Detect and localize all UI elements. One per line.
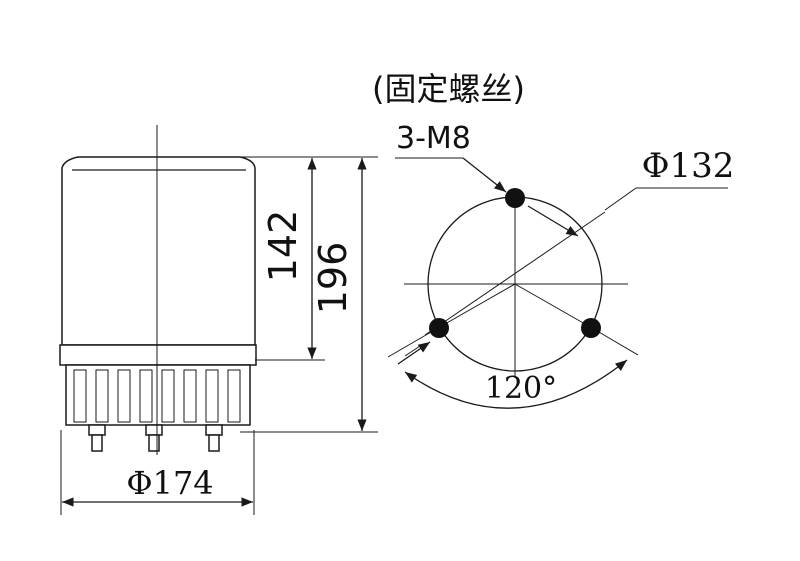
mounting-bolts: [88, 424, 223, 452]
dim-132-label: Φ132: [642, 146, 735, 186]
dim-142-label: 142: [261, 210, 305, 283]
radial-line-right: [514, 283, 593, 329]
side-view: 142 196 Φ174: [59, 125, 378, 515]
lamp-base: [65, 364, 251, 426]
angle-120-label: 120°: [485, 371, 557, 406]
bolt-spec-label: 3-M8: [396, 121, 471, 156]
dim-132-tick: [404, 345, 421, 357]
fixing-screw-note: (固定螺丝): [372, 70, 525, 108]
lamp-base-band: [59, 344, 257, 366]
bolt-hole-left: [429, 318, 449, 338]
bolt-spec-leader: [462, 157, 507, 193]
dim-196-label: 196: [311, 242, 355, 315]
dim-132-leader: [604, 187, 637, 211]
dim-174-label: Φ174: [126, 464, 213, 502]
angle-120-arc: [404, 359, 628, 409]
dim-132-arrow-outer: [397, 341, 431, 365]
base-slots: [73, 369, 241, 423]
dim-132-arrow-inner: [527, 205, 579, 237]
bolt-hole-right: [581, 318, 601, 338]
bolt-hole-top: [505, 188, 525, 208]
lamp-dome: [61, 156, 256, 346]
top-view: 120° Φ132 3-M8 (固定螺丝): [372, 70, 735, 409]
angle-ext-left: [387, 327, 439, 358]
radial-line-left: [437, 283, 516, 329]
